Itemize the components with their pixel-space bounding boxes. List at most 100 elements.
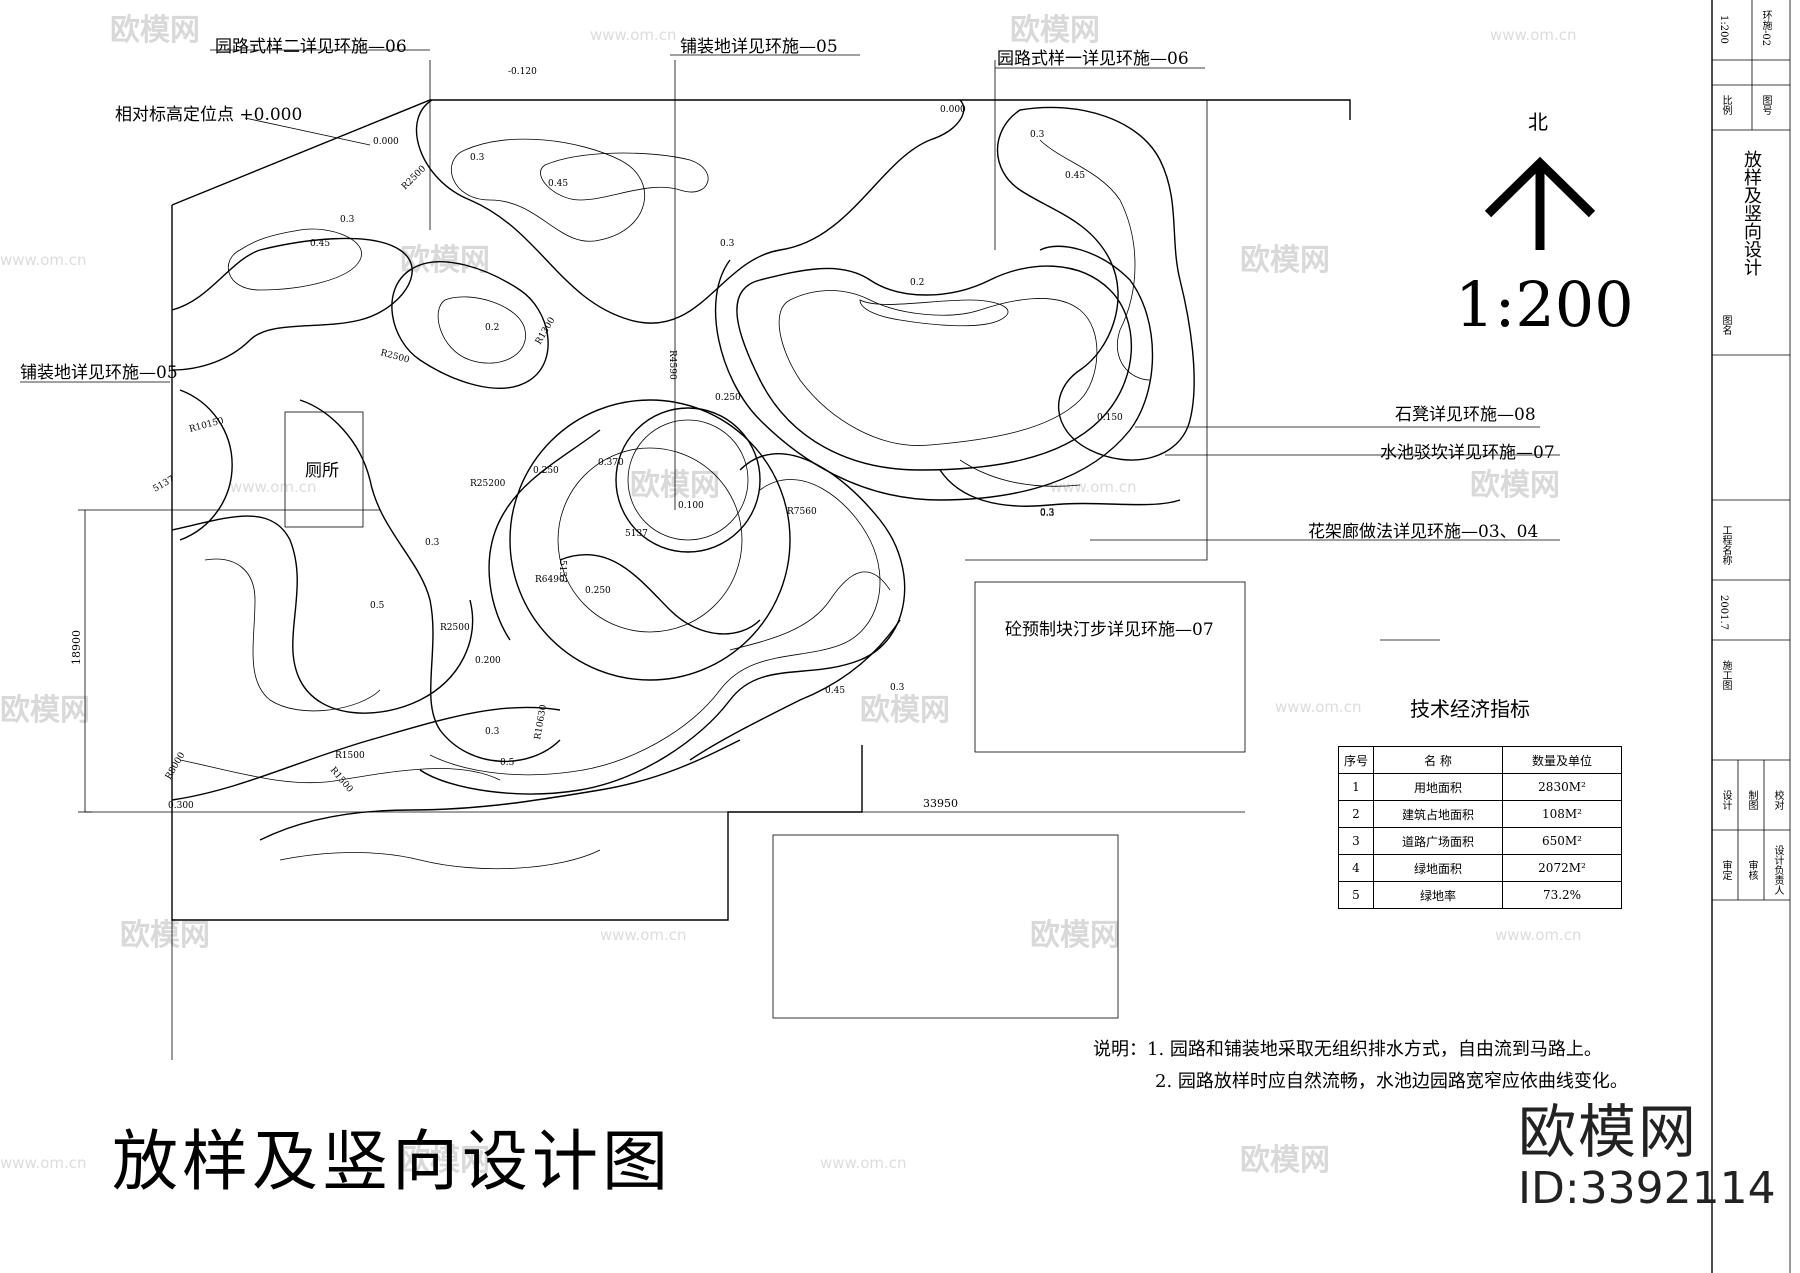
elevation-label: 0.3	[890, 683, 905, 693]
watermark-url: www.om.cn	[1495, 926, 1582, 944]
watermark-text: 欧模网	[1470, 468, 1560, 503]
design-notes: 说明：1. 园路和铺装地采取无组织排水方式，自由流到马路上。 2. 园路放样时应…	[1093, 1034, 1628, 1098]
eco-indicators-table: 序号 名 称 数量及单位 1 用地面积 2830M² 2 建筑占地面积 108M…	[1338, 746, 1622, 909]
table-header: 数量及单位	[1502, 746, 1622, 774]
brand-logo: 欧模网	[1518, 1098, 1699, 1166]
elevation-label: 0.300	[168, 801, 194, 811]
elevation-label: 0.3	[1040, 508, 1055, 518]
tb-label-scale: 比例	[1720, 95, 1731, 115]
tb-review: 审核	[1746, 860, 1757, 880]
callout-path-style-1: 园路式样一详见环施—06	[997, 49, 1189, 69]
callout-stone-bench: 石凳详见环施—08	[1395, 405, 1536, 425]
watermark-url: www.om.cn	[1275, 698, 1362, 716]
tb-label-sheet: 图号	[1760, 95, 1771, 115]
radius-label: R2500	[400, 164, 428, 192]
watermark-text: 欧模网	[1010, 13, 1100, 48]
elevation-label: -0.120	[508, 67, 537, 77]
elevation-label: 0.150	[1097, 413, 1123, 423]
note-line-2: 2. 园路放样时应自然流畅，水池边园路宽窄应依曲线变化。	[1155, 1071, 1628, 1092]
callout-pergola: 花架廊做法详见环施—03、04	[1308, 522, 1538, 542]
elevation-label: 0.3	[1030, 130, 1045, 140]
radius-label: R1500	[335, 751, 365, 761]
elevation-label: 0.250	[585, 586, 611, 596]
radius-label: R7560	[787, 507, 817, 517]
callout-labels: 园路式样二详见环施—06 铺装地详见环施—05 园路式样一详见环施—06 相对标…	[20, 37, 1555, 810]
radius-label: 5137	[152, 474, 177, 494]
table-cell: 1	[1338, 773, 1374, 801]
elevation-label: 0.200	[475, 656, 501, 666]
callout-stepping-stones: 砼预制块汀步详见环施—07	[1005, 620, 1214, 640]
table-header: 序号	[1338, 746, 1374, 774]
table-cell: 绿地率	[1373, 881, 1503, 909]
radius-label: R1300	[534, 316, 558, 347]
table-cell: 5	[1338, 881, 1374, 909]
watermark-url: www.om.cn	[1490, 26, 1577, 44]
note-line-1: 说明：1. 园路和铺装地采取无组织排水方式，自由流到马路上。	[1093, 1039, 1602, 1060]
table-row: 4 绿地面积 2072M²	[1338, 854, 1622, 882]
table-cell: 73.2%	[1502, 881, 1622, 909]
callout-pond-revetment: 水池驳坎详见环施—07	[1380, 443, 1555, 463]
table-cell: 2	[1338, 800, 1374, 828]
drawing-scale: 1:200	[1455, 268, 1634, 341]
tb-label-drawing: 图名	[1720, 315, 1731, 335]
elevation-label: 0.3	[720, 239, 735, 249]
watermark-text: 欧模网	[120, 918, 210, 953]
table-cell: 2072M²	[1502, 854, 1622, 882]
title-block	[1711, 0, 1791, 1273]
elevation-label: 0.2	[910, 278, 924, 288]
elevation-label: 0.100	[678, 501, 704, 511]
elevation-label: 0.5	[370, 601, 385, 611]
elevation-label: 0.250	[715, 393, 741, 403]
table-cell: 108M²	[1502, 800, 1622, 828]
dimension-lines	[20, 49, 1560, 1060]
table-cell: 绿地面积	[1373, 854, 1503, 882]
north-label: 北	[1528, 110, 1548, 134]
watermark-url: www.om.cn	[590, 26, 677, 44]
dimension-width: 33950	[923, 797, 958, 810]
elevation-label: 0.5	[500, 758, 515, 768]
elevation-markers: -0.120 0.000 0.000 0.3 0.45 0.3 0.45 0.3…	[168, 67, 1123, 811]
callout-path-style-2: 园路式样二详见环施—06	[215, 37, 407, 57]
table-row: 2 建筑占地面积 108M²	[1338, 800, 1622, 828]
elevation-label: 0.3	[340, 215, 355, 225]
callout-relative-datum: 相对标高定位点 +0.000	[115, 105, 302, 125]
watermark-text: 欧模网	[1240, 1143, 1330, 1178]
table-cell: 建筑占地面积	[1373, 800, 1503, 828]
watermark-url: www.om.cn	[600, 926, 687, 944]
callout-paving-top: 铺装地详见环施—05	[680, 37, 838, 57]
watermark-text: 欧模网	[400, 243, 490, 278]
elevation-label: 0.45	[310, 239, 330, 249]
elevation-label: 0.3	[470, 153, 485, 163]
radius-label: R2500	[440, 623, 470, 633]
watermark-text: 欧模网	[1030, 918, 1120, 953]
radius-label: R10630	[533, 704, 549, 741]
elevation-label: 0.3	[1040, 509, 1055, 519]
tb-drawing-name: 放样及竖向设计	[1741, 150, 1762, 276]
elevation-label: 0.2	[485, 323, 499, 333]
table-cell: 2830M²	[1502, 773, 1622, 801]
tb-project: 工程名称	[1720, 525, 1731, 565]
elevation-label: 0.000	[940, 105, 966, 115]
radius-label: R10150	[188, 416, 225, 435]
page-title: 放样及竖向设计图	[112, 1123, 672, 1200]
elevation-label: 0.370	[598, 458, 624, 468]
table-row: 5 绿地率 73.2%	[1338, 881, 1622, 909]
table-cell: 4	[1338, 854, 1374, 882]
table-header: 名 称	[1373, 746, 1503, 774]
elevation-label: 0.3	[425, 538, 440, 548]
watermark-text: 欧模网	[1240, 243, 1330, 278]
radius-label: R1500	[328, 766, 355, 795]
table-row: 3 道路广场面积 650M²	[1338, 827, 1622, 855]
circular-plaza	[171, 389, 906, 795]
radius-label: R6490	[535, 575, 565, 585]
radius-label: 5137	[557, 560, 567, 583]
radius-label: 5137	[625, 529, 648, 539]
tb-scale-value: 1:200	[1718, 15, 1729, 44]
radius-label: R4590	[667, 350, 677, 380]
table-cell: 道路广场面积	[1373, 827, 1503, 855]
watermark-url: www.om.cn	[0, 1154, 87, 1172]
elevation-label: 0.3	[485, 727, 500, 737]
eco-table-title: 技术经济指标	[1410, 697, 1530, 721]
pond	[714, 245, 1154, 501]
